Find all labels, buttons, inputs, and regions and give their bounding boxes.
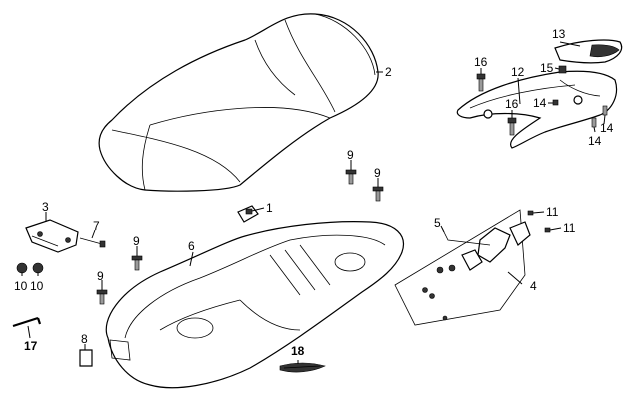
callout-14-b: 14 [588, 134, 602, 148]
callout-1: 1 [266, 201, 273, 215]
strip-part-18 [279, 362, 326, 373]
callout-17: 17 [24, 339, 38, 353]
callout-16-b: 16 [505, 97, 519, 111]
callout-14-c: 14 [600, 121, 614, 135]
callout-13: 13 [552, 27, 566, 41]
rod-part-17 [12, 316, 42, 328]
callout-14-a: 14 [533, 96, 547, 110]
callout-7: 7 [93, 219, 100, 233]
callout-10-a: 10 [14, 279, 28, 293]
callout-15: 15 [540, 61, 554, 75]
callout-9-b: 9 [374, 166, 381, 180]
callout-8: 8 [81, 332, 88, 346]
callout-4: 4 [530, 279, 537, 293]
carrier-cover-part-13 [554, 39, 623, 64]
callout-3: 3 [42, 200, 49, 214]
callout-2: 2 [385, 65, 392, 79]
callout-11-b: 11 [563, 221, 576, 235]
callout-9-c: 9 [133, 234, 140, 248]
hinge-plate-part-4 [394, 209, 531, 326]
callout-11-a: 11 [546, 205, 559, 219]
storage-box-part-6 [105, 221, 404, 389]
callout-12: 12 [511, 65, 525, 79]
seat-part-2 [98, 13, 379, 192]
bracket-part-3 [25, 219, 79, 253]
callout-labels: 2 1 3 4 5 6 7 8 9 9 9 9 10 10 11 11 12 1… [14, 27, 614, 358]
latch-part-1 [237, 205, 259, 223]
screws-part-9 [96, 169, 384, 305]
callout-6: 6 [188, 239, 195, 253]
callout-10-b: 10 [30, 279, 44, 293]
callout-9-a: 9 [347, 148, 354, 162]
block-part-8 [79, 349, 93, 367]
callout-5: 5 [434, 216, 441, 230]
callout-18: 18 [291, 344, 305, 358]
leader-lines [21, 41, 606, 364]
fastener-part-15 [558, 65, 567, 74]
nuts-part-10 [16, 262, 44, 274]
bolt-part-7 [79, 237, 106, 248]
callout-9-d: 9 [97, 269, 104, 283]
callout-16-a: 16 [474, 55, 488, 69]
